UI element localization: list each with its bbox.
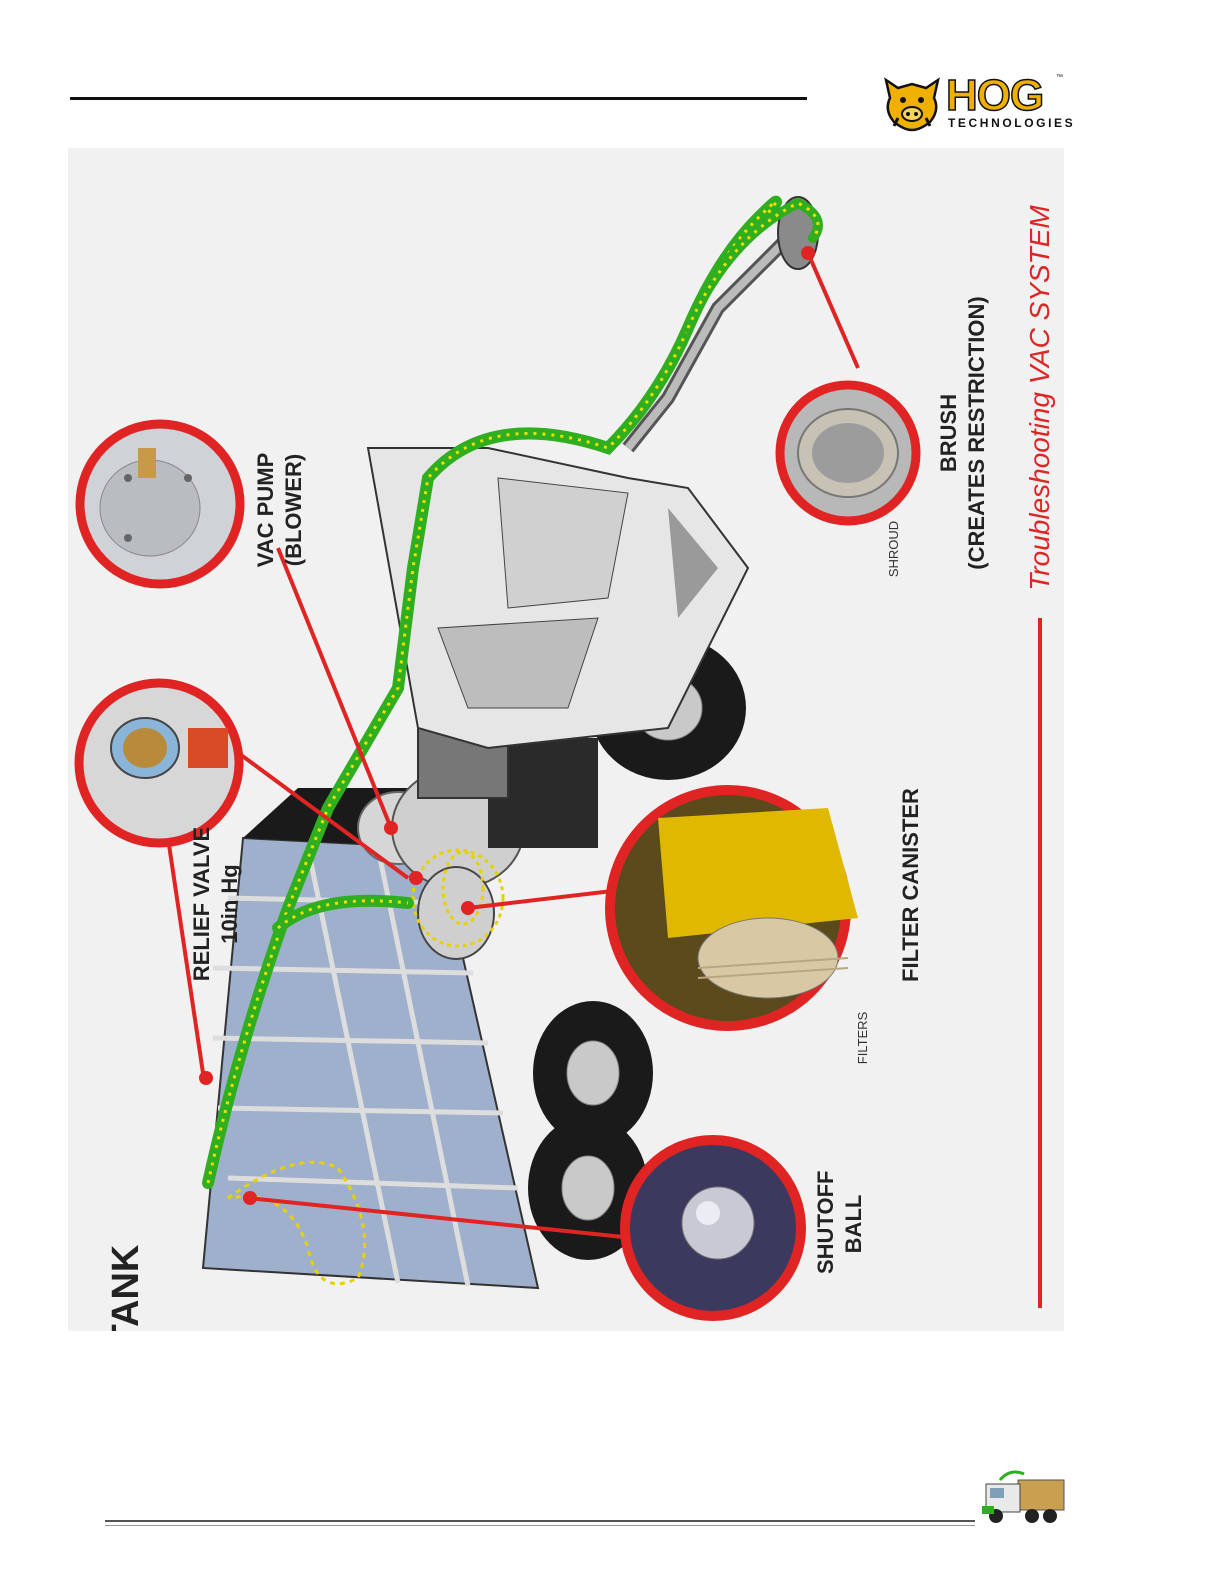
header-rule xyxy=(70,97,807,100)
vac-pump-detail xyxy=(80,424,240,584)
footer-rule xyxy=(105,1520,975,1522)
label-filter-canister: FILTER CANISTER xyxy=(897,780,925,990)
label-shutoff-ball: SHUTOFF BALL xyxy=(812,1174,872,1274)
label-brush: BRUSH (CREATES RESTRICTION) xyxy=(935,288,995,578)
label-tank: TANK xyxy=(106,1241,146,1331)
title-rule xyxy=(1038,618,1042,1308)
rear-wheel-2 xyxy=(533,1001,653,1145)
hog-head-icon xyxy=(880,72,944,132)
logo-trademark: ™ xyxy=(1056,74,1063,81)
filter-canister-detail xyxy=(610,790,858,1026)
footer-rule-thin xyxy=(105,1525,975,1526)
truck-illustration xyxy=(68,148,1064,1331)
label-filters: FILTERS xyxy=(855,1003,871,1073)
shutoff-ball-detail xyxy=(625,1140,801,1316)
hog-technologies-logo: HOG ™ TECHNOLOGIES xyxy=(880,72,1070,132)
logo-subtitle: TECHNOLOGIES xyxy=(948,116,1075,130)
label-vac-pump: VAC PUMP (BLOWER) xyxy=(252,445,312,575)
logo-word: HOG xyxy=(946,74,1043,118)
label-shroud: SHROUD xyxy=(886,514,902,584)
vac-system-diagram: TANK RELIEF VALVE 10in Hg VAC PUMP (BLOW… xyxy=(68,148,1064,1331)
street-sweeper-truck-icon xyxy=(980,1466,1066,1530)
page-title: Troubleshooting VAC SYSTEM xyxy=(1023,158,1057,638)
label-relief-valve: RELIEF VALVE 10in Hg xyxy=(188,819,248,989)
brush-detail xyxy=(780,385,916,521)
